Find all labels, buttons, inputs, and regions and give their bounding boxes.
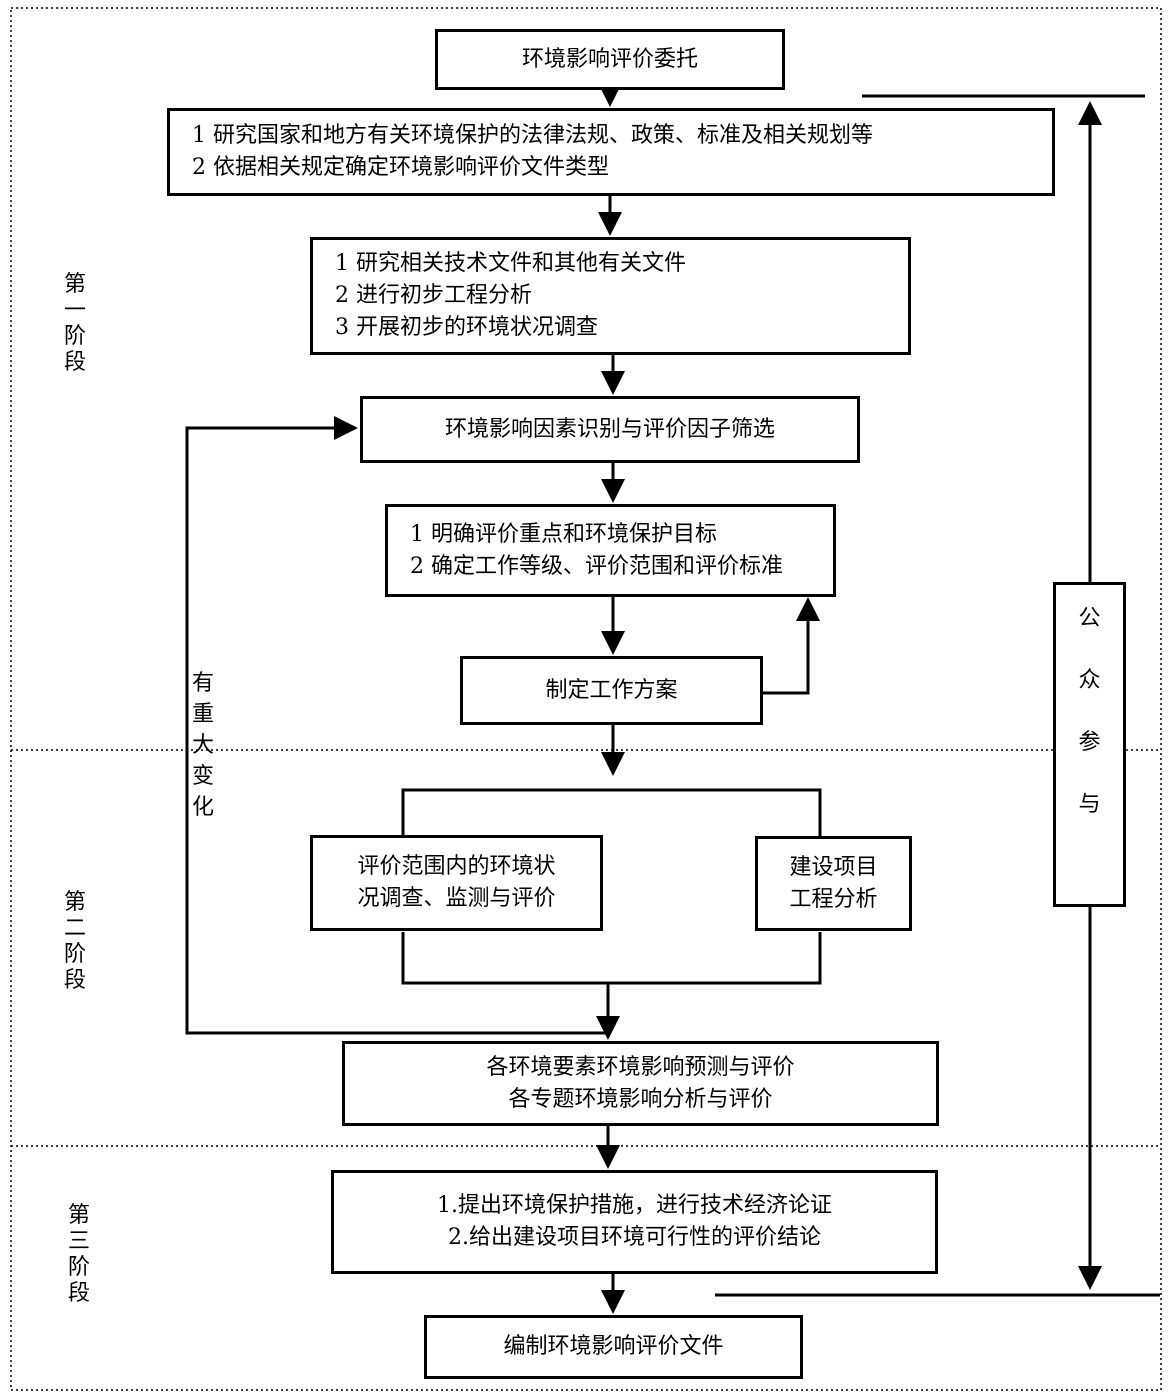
- box-environment-survey: 评价范围内的环境状 况调查、监测与评价: [310, 835, 603, 931]
- stage-1-label: 第 一 阶 段: [63, 272, 86, 375]
- box-eia-entrust: 环境影响评价委托: [435, 29, 785, 90]
- box-factor-identification: 环境影响因素识别与评价因子筛选: [360, 396, 860, 463]
- box-impact-prediction: 各环境要素环境影响预测与评价 各专题环境影响分析与评价: [342, 1041, 939, 1126]
- outer-dotted-frame: [10, 7, 1162, 1391]
- major-change-loop: [185, 426, 608, 1035]
- stage-3-label: 第 三 阶 段: [67, 1203, 90, 1306]
- box-compile-document: 编制环境影响评价文件: [424, 1315, 803, 1379]
- box-research-documents: 1 研究相关技术文件和其他有关文件 2 进行初步工程分析 3 开展初步的环境状况…: [310, 237, 911, 355]
- split-bracket-top: [401, 788, 822, 837]
- box-protection-measures: 1.提出环境保护措施，进行技术经济论证 2.给出建设项目环境可行性的评价结论: [331, 1170, 938, 1274]
- box-project-analysis: 建设项目 工程分析: [755, 836, 912, 931]
- stage-2-label: 第 二 阶 段: [63, 890, 86, 993]
- box-research-laws: 1 研究国家和地方有关环境保护的法律法规、政策、标准及相关规划等 2 依据相关规…: [167, 108, 1055, 196]
- major-change-label: 有 重 大 变 化: [191, 671, 214, 820]
- box-define-focus-and-grade: 1 明确评价重点和环境保护目标 2 确定工作等级、评价范围和评价标准: [385, 504, 836, 597]
- box-public-participation: 公 众 参 与: [1053, 582, 1126, 907]
- arrow-plan-to-focus-feedback: [763, 597, 820, 695]
- merge-bracket-bottom: [401, 932, 822, 985]
- box-work-plan: 制定工作方案: [460, 656, 763, 725]
